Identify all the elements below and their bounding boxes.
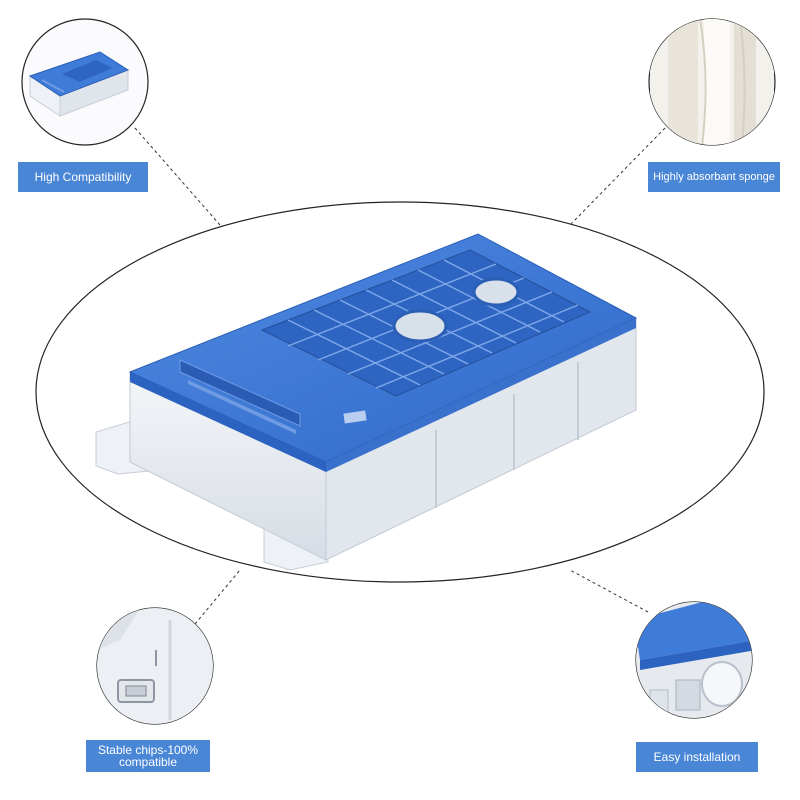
- maintenance-box-icon: [95, 233, 638, 571]
- label-high-compatibility: High Compatibility: [18, 162, 148, 192]
- chip-closeup-icon: [97, 608, 213, 724]
- label-stable-chips: Stable chips-100% compatible: [86, 740, 210, 772]
- cartridge-overview-icon: [28, 51, 130, 117]
- connector-lines: [134, 127, 666, 625]
- sponge-closeup-icon: [650, 19, 774, 145]
- label-absorbant-sponge: Highly absorbant sponge: [648, 162, 780, 192]
- label-easy-installation: Easy installation: [636, 742, 758, 772]
- mount-closeup-icon: [636, 602, 752, 718]
- main-product-ellipse: [35, 201, 765, 583]
